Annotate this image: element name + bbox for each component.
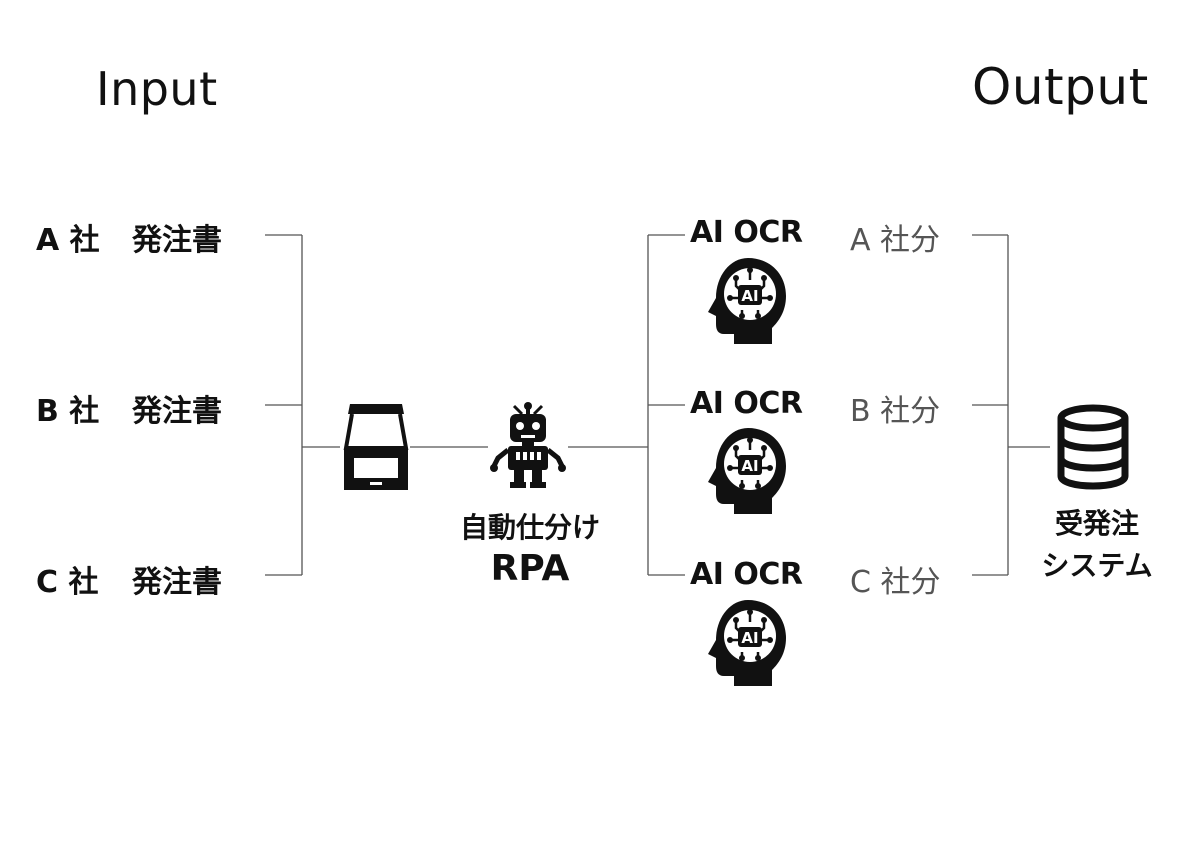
document-name: 発注書 [132,223,222,258]
rpa-label: 自動仕分け RPA [430,506,630,589]
ocr-output-label-b: B 社分 [850,394,941,429]
ocr-output-label-c: C 社分 [850,565,941,600]
rpa-label-line1: 自動仕分け [459,511,600,544]
company-name: A 社 [36,223,100,258]
document-name: 発注書 [132,565,222,600]
document-name: 発注書 [132,394,222,429]
ai-badge-text: AI [741,457,758,475]
input-row-b: B 社発注書 [36,386,222,430]
scanner-icon [342,400,410,492]
ocr-engine-label-c: AI OCR [690,557,803,592]
destination-label-line2: システム [1041,549,1153,582]
ocr-engine-label-b: AI OCR [690,386,803,421]
output-heading: Output [972,58,1149,116]
destination-label-line1: 受発注 [1054,507,1139,540]
company-name: B 社 [36,394,100,429]
rpa-label-line2: RPA [490,548,570,589]
company-name: C 社 [36,565,99,600]
ai-head-icon: AI [706,598,788,688]
ai-head-icon: AI [706,256,788,346]
destination-label: 受発注 システム [1012,502,1182,584]
ai-badge-text: AI [741,287,758,305]
input-row-a: A 社発注書 [36,215,222,259]
input-heading: Input [96,62,218,116]
ocr-output-label-a: A 社分 [850,223,941,258]
input-row-c: C 社発注書 [36,557,222,601]
ai-badge-text: AI [741,629,758,647]
robot-icon [490,402,566,490]
database-icon [1056,404,1130,490]
ai-head-icon: AI [706,426,788,516]
ocr-engine-label-a: AI OCR [690,215,803,250]
